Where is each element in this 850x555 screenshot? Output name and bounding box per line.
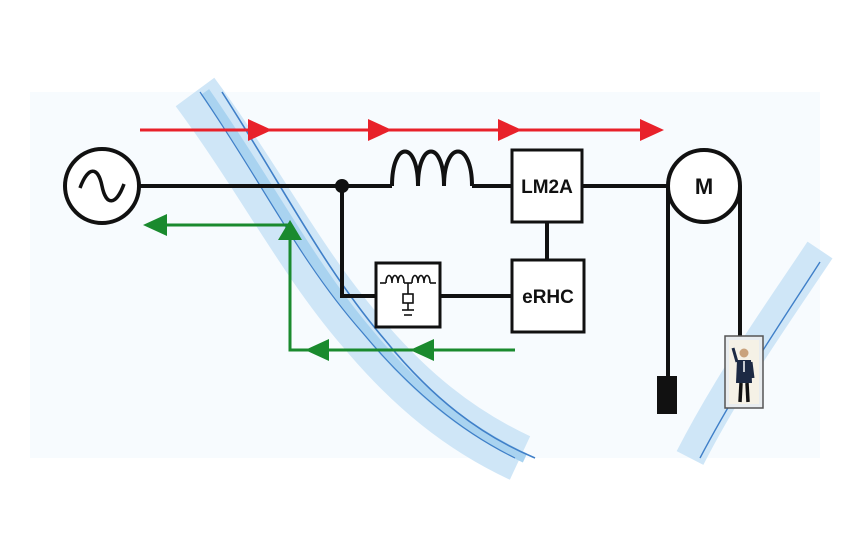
- erhc-block: [510, 258, 586, 334]
- elevator-car-icon: [724, 335, 764, 409]
- hoist-ropes: [666, 186, 742, 376]
- forward-power-flow: [140, 119, 664, 141]
- junction-node: [335, 179, 349, 193]
- inductor-icon: [390, 149, 474, 187]
- motor-icon: M: [666, 148, 742, 224]
- erhc-label: eRHC: [522, 287, 574, 308]
- ac-source-icon: [63, 147, 141, 225]
- regen-power-flow: [143, 214, 515, 361]
- lm2a-label: LM2A: [521, 177, 573, 198]
- wiring: [140, 184, 668, 298]
- lm2a-block: [510, 148, 584, 224]
- filter-icon: [374, 261, 442, 329]
- passenger-icon: [731, 347, 755, 403]
- motor-label: M: [695, 174, 713, 199]
- counterweight-icon: [657, 376, 677, 414]
